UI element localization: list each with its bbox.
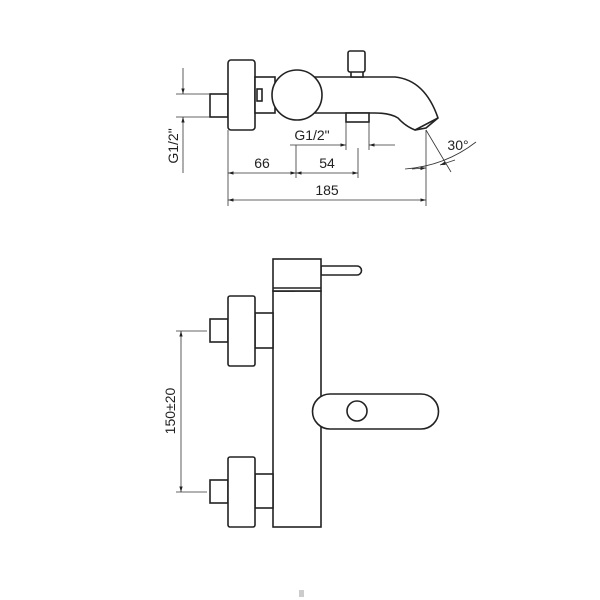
outlet-dimension: G1/2"	[290, 122, 395, 150]
dim-54-label: 54	[319, 155, 335, 171]
upper-connection	[209, 295, 274, 367]
top-view: G1/2" G1/2" 66 54 185	[165, 50, 477, 206]
front-view: 150±20	[162, 258, 440, 528]
dim-66-label: 66	[254, 155, 270, 171]
lower-connection	[209, 456, 274, 528]
watermark-mark	[299, 590, 304, 597]
handle-knob	[346, 400, 368, 422]
dimension-54: 54	[296, 155, 358, 175]
spout-nozzle	[414, 117, 439, 131]
top-cap	[272, 258, 322, 292]
spacing-dimension: 150±20	[162, 330, 207, 493]
inlet-thread-label: G1/2"	[165, 128, 181, 163]
dim-185-label: 185	[315, 182, 339, 198]
diverter-handle	[311, 393, 440, 430]
diverter-knob	[347, 50, 366, 73]
top-lever	[320, 265, 363, 276]
inlet-dimension: G1/2"	[165, 68, 210, 173]
inlet-stub	[209, 93, 229, 118]
shower-outlet	[345, 112, 370, 123]
outlet-thread-label: G1/2"	[294, 127, 329, 143]
dimension-185: 185	[228, 182, 426, 202]
spacing-label: 150±20	[162, 387, 178, 434]
dimension-66: 66	[228, 155, 296, 175]
connector-nut	[256, 88, 263, 102]
wall-flange	[227, 59, 256, 131]
angle-dimension: 30°	[404, 129, 477, 173]
angle-label: 30°	[447, 137, 468, 153]
mixer-body	[271, 69, 323, 121]
spout	[314, 76, 439, 131]
